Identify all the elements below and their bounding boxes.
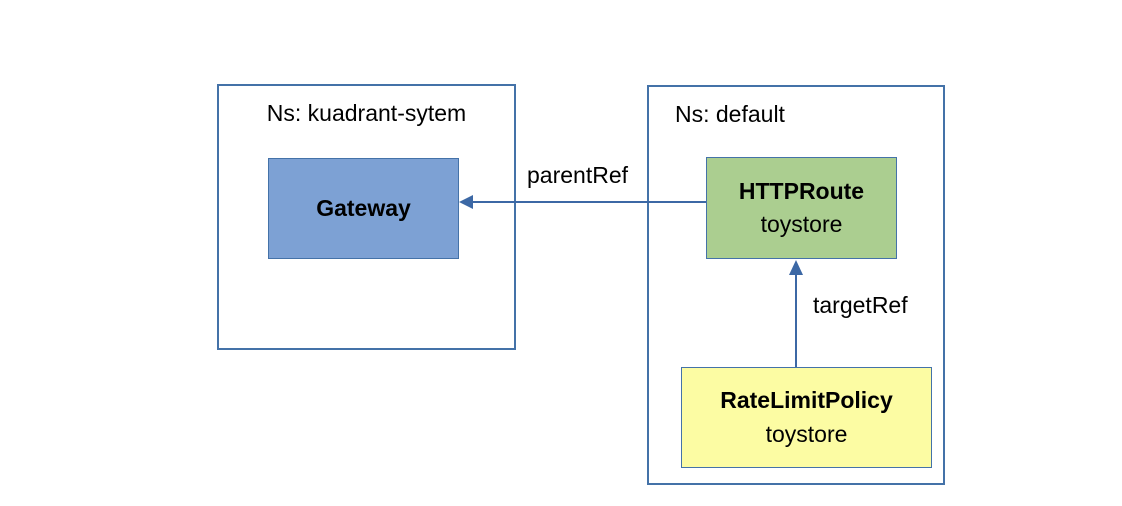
namespace-box-default: Ns: default [647, 85, 945, 485]
httproute-title: HTTPRoute [738, 177, 865, 204]
ratelimitpolicy-subtitle: toystore [765, 420, 848, 447]
node-ratelimitpolicy: RateLimitPolicy toystore [681, 367, 932, 468]
ratelimitpolicy-title: RateLimitPolicy [720, 387, 893, 414]
edge-parentref-line [471, 201, 706, 203]
namespace-label-default: Ns: default [675, 101, 785, 127]
namespace-label-kuadrant-system: Ns: kuadrant-sytem [266, 100, 467, 126]
edge-label-parentref: parentRef [524, 162, 632, 189]
httproute-subtitle: toystore [760, 211, 843, 237]
arrowhead-left-icon [459, 195, 473, 209]
edge-label-targetref: targetRef [810, 292, 911, 319]
node-gateway: Gateway [268, 158, 459, 259]
gateway-title: Gateway [316, 194, 411, 221]
edge-targetref-line [795, 273, 797, 367]
arrowhead-up-icon [789, 260, 803, 275]
node-httproute: HTTPRoute toystore [706, 157, 897, 259]
namespace-box-kuadrant-system: Ns: kuadrant-sytem [217, 84, 516, 350]
